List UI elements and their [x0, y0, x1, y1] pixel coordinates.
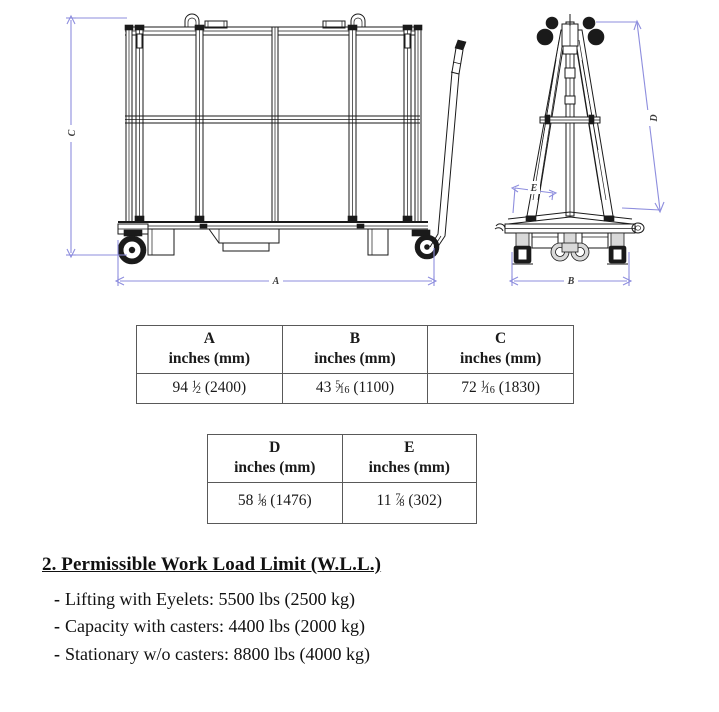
table-value-cell: 58 1⁄8 (1476)	[207, 481, 343, 524]
value-mm: (1830)	[498, 378, 541, 396]
column-letter: B	[349, 330, 361, 347]
dimension-B: B	[508, 252, 633, 287]
dimension-D: D	[596, 19, 665, 214]
list-item: -Stationary w/o casters: 8800 lbs (4000 …	[54, 641, 682, 668]
lifting-eyelet-left	[184, 13, 200, 27]
base-deck	[118, 221, 428, 234]
lifting-eyelet-right	[350, 13, 366, 27]
column-letter: E	[404, 439, 415, 456]
value-mm: (2400)	[204, 378, 247, 396]
column-letter: D	[269, 439, 281, 456]
caster-side-center	[550, 232, 590, 262]
wll-heading: 2. Permissible Work Load Limit (W.L.L.)	[42, 554, 382, 575]
dimension-E: E	[510, 181, 558, 214]
list-item-text: Lifting with Eyelets: 5500 lbs (2500 kg)	[65, 589, 355, 609]
tow-handle	[429, 39, 467, 249]
value-whole: 43	[315, 378, 332, 396]
column-units: inches (mm)	[314, 349, 396, 367]
caster-side-left	[512, 232, 533, 265]
dimension-label-A: A	[272, 276, 280, 287]
list-item: -Capacity with casters: 4400 lbs (2000 k…	[54, 613, 682, 640]
mid-rail	[125, 115, 420, 124]
dimension-C: C	[63, 14, 127, 259]
table-value-cell: 72 1⁄16 (1830)	[427, 372, 574, 404]
value-mm: (1476)	[270, 491, 312, 509]
value-whole: 11	[376, 491, 392, 509]
table-row-header: D inches (mm) E inches (mm)	[207, 434, 478, 483]
top-bracket-a	[204, 20, 228, 29]
table-header-cell: C inches (mm)	[427, 325, 574, 374]
caster-front-left	[117, 229, 147, 265]
table-header-cell: A inches (mm)	[136, 325, 283, 374]
post-left-outer	[125, 26, 133, 223]
foot-plate-left	[531, 232, 559, 249]
table-value-cell: 11 7⁄8 (302)	[341, 481, 478, 524]
table-header-cell: D inches (mm)	[207, 434, 343, 483]
post-cap-left	[124, 24, 134, 31]
post-right-outer	[414, 26, 422, 223]
column-units: inches (mm)	[168, 349, 250, 367]
list-item: -Lifting with Eyelets: 5500 lbs (2500 kg…	[54, 586, 682, 613]
dimension-label-C: C	[67, 129, 78, 136]
value-whole: 58	[237, 491, 254, 509]
column-letter: C	[495, 330, 507, 347]
support-leg-2	[208, 228, 280, 252]
table-row-header: A inches (mm) B inches (mm) C inches (mm…	[136, 325, 574, 374]
post-interior-2	[271, 26, 279, 223]
caster-side-right	[607, 232, 628, 265]
table-header-cell: E inches (mm)	[341, 434, 478, 483]
post-interior-3	[347, 24, 358, 223]
dimension-label-D: D	[649, 114, 660, 122]
table-value-cell: 94 1⁄2 (2400)	[136, 372, 283, 404]
wll-list: -Lifting with Eyelets: 5500 lbs (2500 kg…	[42, 586, 682, 668]
list-item-text: Capacity with casters: 4400 lbs (2000 kg…	[65, 616, 365, 637]
dimension-label-B: B	[567, 276, 575, 287]
front-view: C A	[63, 13, 467, 287]
column-letter: A	[203, 330, 215, 347]
caster-front-right	[411, 229, 440, 260]
list-item-text: Stationary w/o casters: 8800 lbs (4000 k…	[65, 643, 370, 664]
top-roller-assembly	[536, 14, 605, 55]
value-mm: (302)	[408, 491, 442, 509]
value-whole: 94	[172, 378, 188, 396]
table-header-cell: B inches (mm)	[281, 325, 429, 374]
dimensions-table-de: D inches (mm) E inches (mm) 58 1⁄8 (1476…	[207, 434, 478, 524]
column-units: inches (mm)	[368, 458, 450, 476]
cross-brace	[539, 114, 601, 125]
dimensions-table-abc: A inches (mm) B inches (mm) C inches (mm…	[136, 325, 574, 404]
dimension-A: A	[114, 240, 438, 287]
post-cap-right	[413, 24, 423, 31]
value-fraction: 1⁄16	[480, 379, 495, 396]
wll-section: 2. Permissible Work Load Limit (W.L.L.) …	[42, 554, 682, 668]
value-mm: (1100)	[353, 378, 395, 396]
table-row: 94 1⁄2 (2400) 43 5⁄16 (1100) 72 1⁄16 (18…	[136, 372, 574, 404]
table-row: 58 1⁄8 (1476) 11 7⁄8 (302)	[207, 481, 478, 524]
support-leg-3	[367, 228, 389, 256]
list-bullet-dash: -	[54, 589, 60, 609]
table-value-cell: 43 5⁄16 (1100)	[281, 372, 429, 404]
value-fraction: 1⁄8	[257, 492, 267, 509]
support-leg-1	[147, 228, 175, 256]
list-bullet-dash: -	[54, 616, 60, 637]
column-units: inches (mm)	[234, 458, 316, 476]
top-bracket-b	[322, 20, 346, 29]
side-view: D E B	[494, 14, 665, 287]
technical-drawing: .ln { stroke:#1a1a1a; stroke-width:1; fi…	[0, 0, 719, 310]
value-fraction: 5⁄16	[335, 379, 350, 396]
value-fraction: 7⁄8	[395, 492, 405, 509]
list-bullet-dash: -	[54, 643, 60, 664]
column-units: inches (mm)	[459, 349, 542, 367]
dimension-label-E: E	[530, 183, 538, 194]
value-fraction: 1⁄2	[191, 379, 201, 396]
value-whole: 72	[461, 378, 477, 396]
foot-plate-right	[581, 232, 609, 249]
